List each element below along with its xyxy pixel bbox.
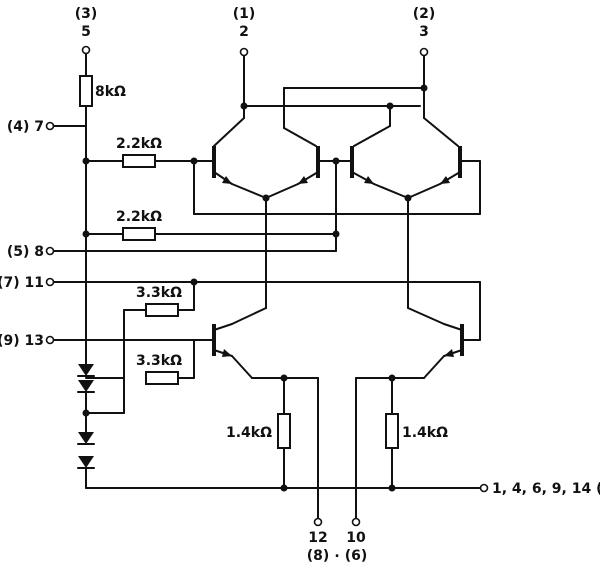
emitter-arrow-icon bbox=[298, 176, 308, 184]
pin-3-alt-label: (2) bbox=[413, 6, 436, 22]
pin-7-label: (4) 7 bbox=[7, 119, 44, 135]
pin-5-alt-label: (3) bbox=[75, 6, 98, 22]
pin-8-label: (5) 8 bbox=[7, 244, 44, 260]
resistor-1k4-b-label: 1.4kΩ bbox=[402, 425, 448, 441]
pin-11-label: (7) 11 bbox=[0, 275, 44, 291]
emitter-arrow-icon bbox=[444, 349, 454, 357]
pin-13-terminal bbox=[45, 335, 55, 345]
pin-3-label: 3 bbox=[419, 24, 429, 40]
resistor-1k4-b bbox=[385, 413, 399, 449]
pin-3-terminal bbox=[419, 47, 429, 57]
resistor-2k2-a-label: 2.2kΩ bbox=[116, 136, 162, 152]
emitter-arrow-icon bbox=[364, 176, 374, 184]
pin-12-label: 12 bbox=[308, 530, 327, 546]
pin-5-label: 5 bbox=[81, 24, 91, 40]
emitter-arrow-icon bbox=[440, 176, 450, 184]
resistor-2k2-b bbox=[122, 227, 156, 241]
transistors bbox=[212, 146, 464, 357]
ground-pins-label: 1, 4, 6, 9, 14 (10) bbox=[492, 481, 600, 497]
pin-2-alt-label: (1) bbox=[233, 6, 256, 22]
diode-4 bbox=[77, 456, 95, 469]
pin-13-label: (9) 13 bbox=[0, 333, 44, 349]
resistor-1k4-a bbox=[277, 413, 291, 449]
emitter-arrow-icon bbox=[222, 349, 232, 357]
labels: (3) 5 (1) 2 (2) 3 (4) 7 (5) 8 (7) 11 (9)… bbox=[0, 6, 600, 564]
diodes bbox=[77, 364, 95, 469]
pin-12-terminal bbox=[313, 517, 323, 527]
pin-separator-dot: . bbox=[334, 545, 339, 561]
pin-10-alt-label: (6) bbox=[345, 548, 368, 564]
pin-8-terminal bbox=[45, 246, 55, 256]
diode-3 bbox=[77, 432, 95, 445]
pin-10-label: 10 bbox=[346, 530, 366, 546]
resistor-3k3-a-label: 3.3kΩ bbox=[136, 285, 182, 301]
resistor-8k bbox=[79, 75, 93, 107]
pin-11-terminal bbox=[45, 277, 55, 287]
pin-12-alt-label: (8) bbox=[307, 548, 330, 564]
pin-2-label: 2 bbox=[239, 24, 249, 40]
resistor-2k2-b-label: 2.2kΩ bbox=[116, 209, 162, 225]
diode-1 bbox=[77, 364, 95, 377]
pin-10-terminal bbox=[351, 517, 361, 527]
junctions bbox=[82, 84, 428, 492]
ground-terminal bbox=[479, 483, 489, 493]
resistor-1k4-a-label: 1.4kΩ bbox=[226, 425, 272, 441]
pin-5-terminal bbox=[81, 45, 91, 55]
resistor-3k3-a bbox=[145, 303, 179, 317]
diode-2 bbox=[77, 380, 95, 393]
resistor-3k3-b-label: 3.3kΩ bbox=[136, 353, 182, 369]
emitter-arrow-icon bbox=[222, 176, 232, 184]
pin-2-terminal bbox=[239, 47, 249, 57]
resistors bbox=[79, 75, 399, 449]
wires bbox=[53, 53, 481, 519]
resistor-2k2-a bbox=[122, 154, 156, 168]
resistor-3k3-b bbox=[145, 371, 179, 385]
pin-7-terminal bbox=[45, 121, 55, 131]
resistor-8k-label: 8kΩ bbox=[95, 84, 126, 100]
pin-terminals bbox=[45, 45, 489, 527]
